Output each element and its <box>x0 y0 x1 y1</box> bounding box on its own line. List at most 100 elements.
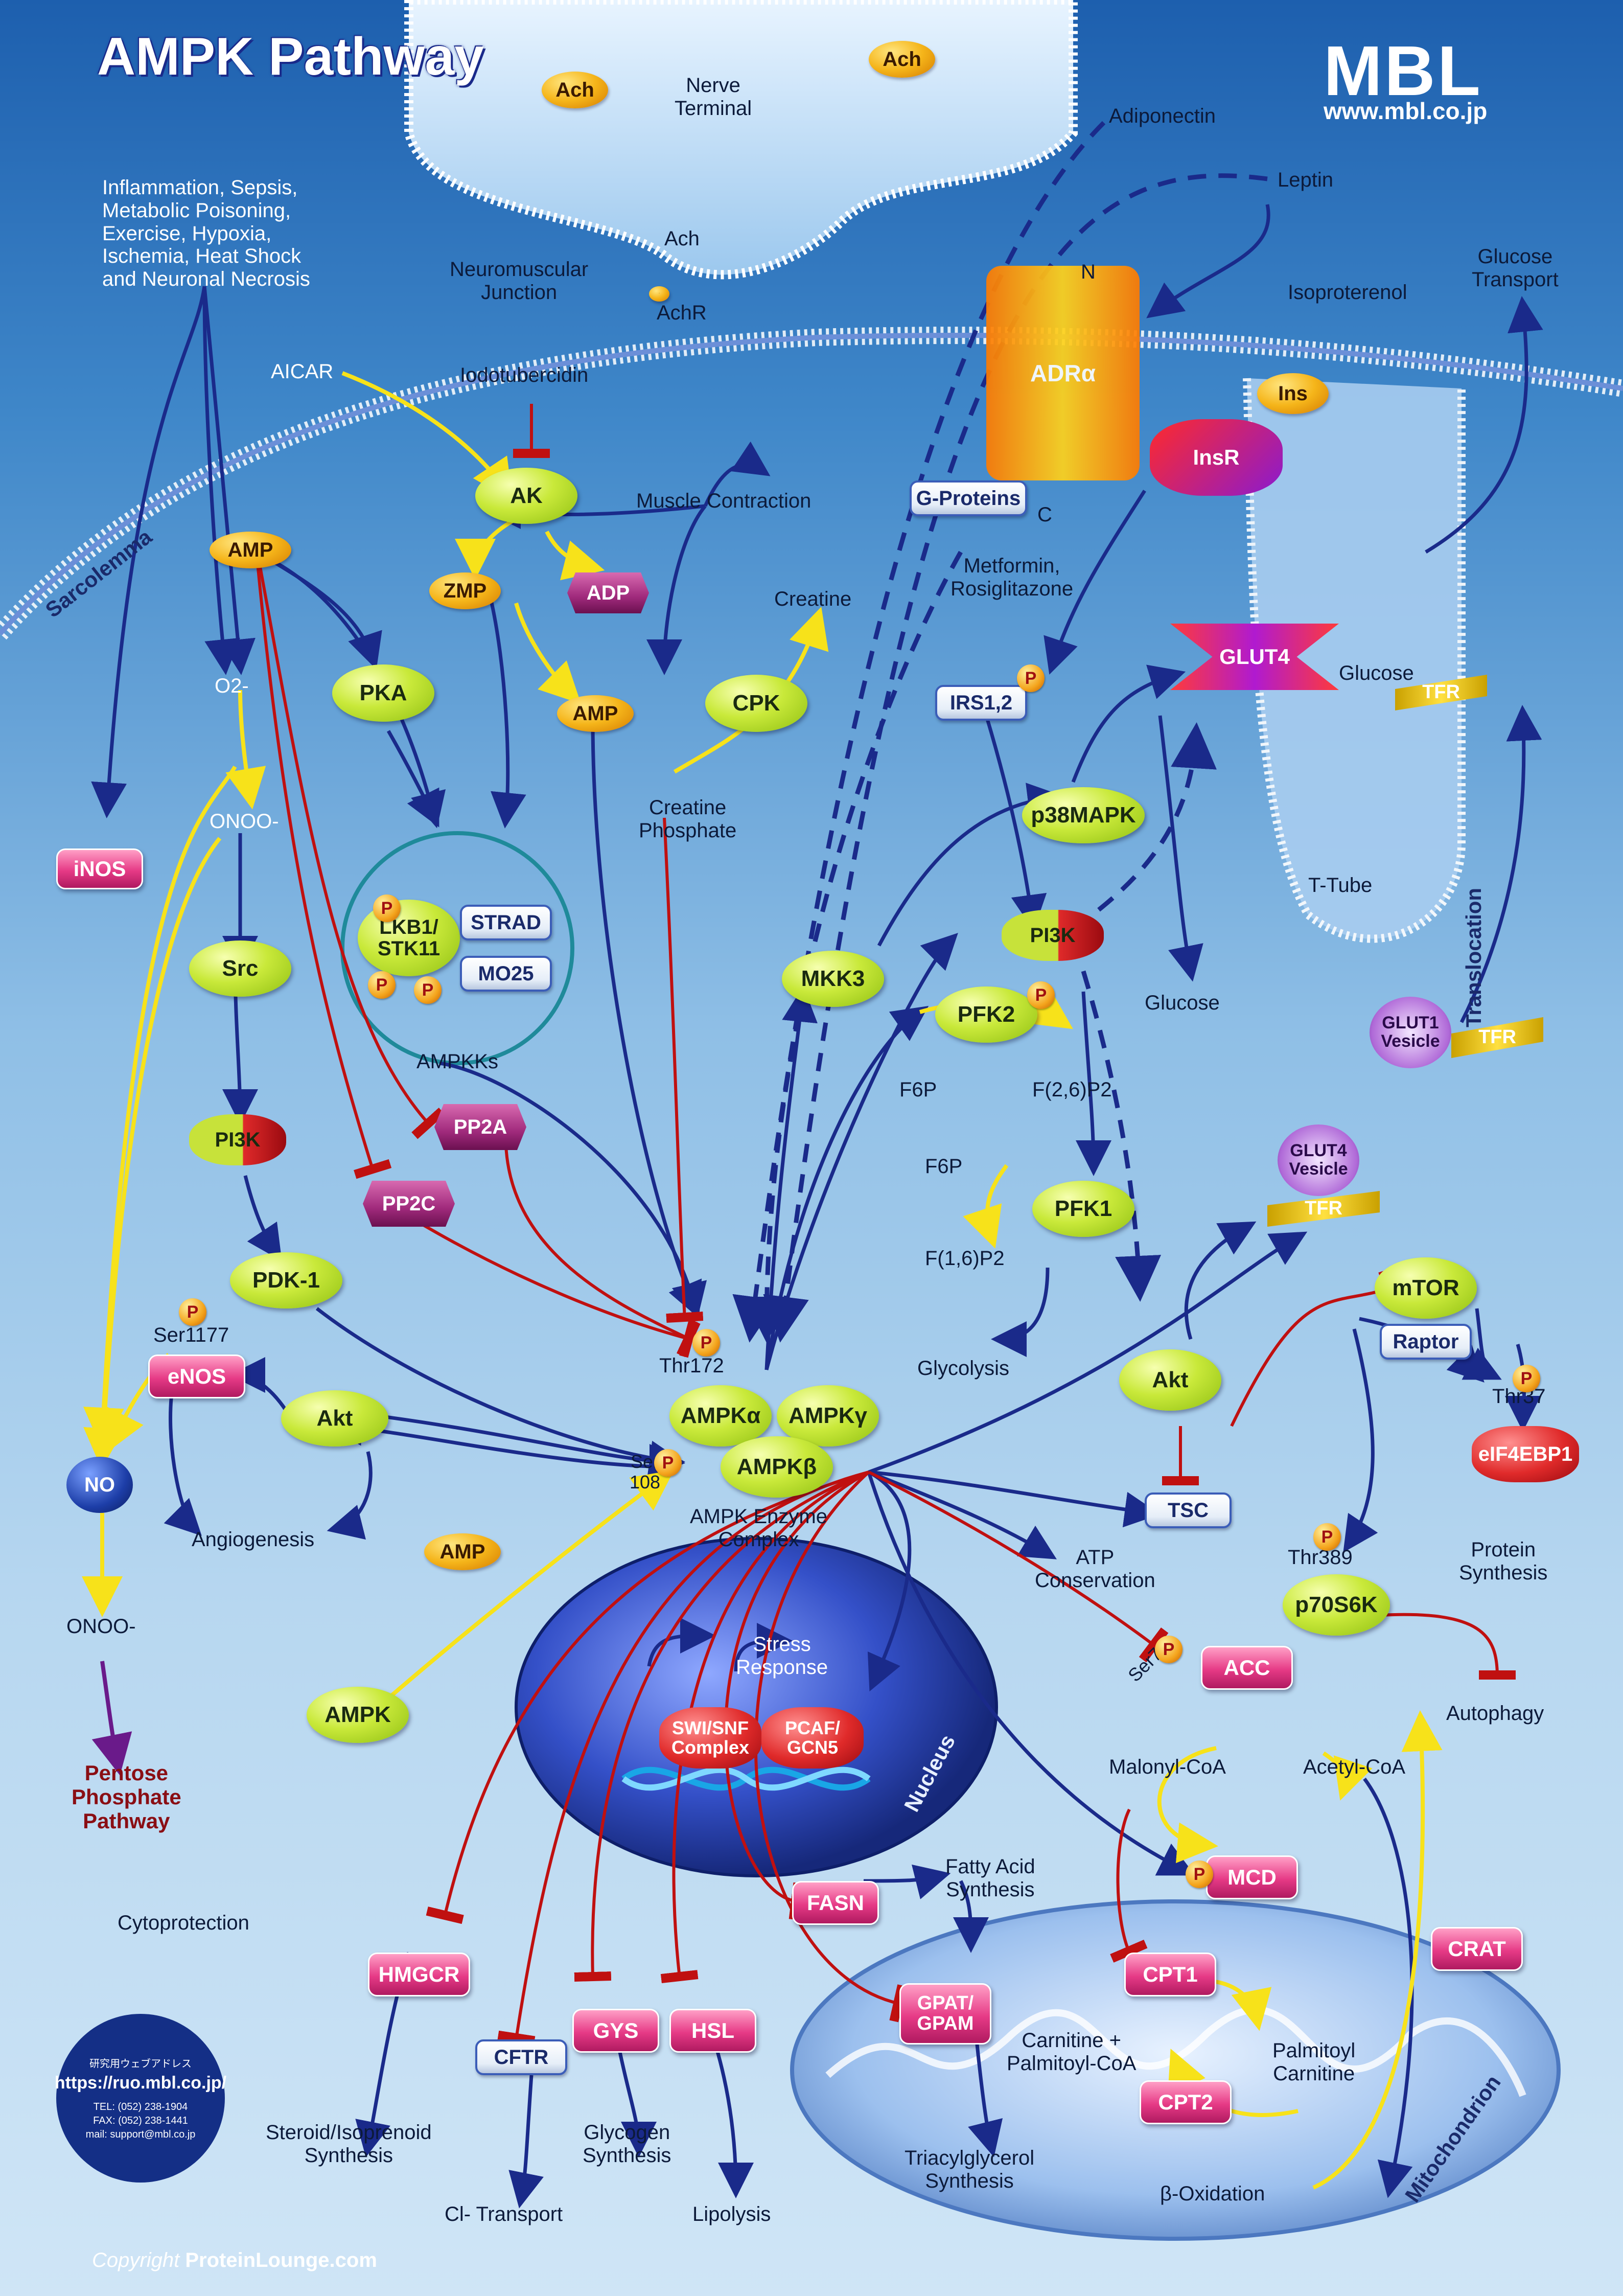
contact-heading: 研究用ウェブアドレス <box>89 2058 192 2070</box>
eif4ebp1-node[interactable]: eIF4EBP1 <box>1472 1426 1579 1482</box>
inos-node[interactable]: iNOS <box>56 848 143 889</box>
p38mapk-node[interactable]: p38MAPK <box>1022 787 1145 843</box>
leptin-label: Leptin <box>1278 169 1333 191</box>
angiogenesis-label: Angiogenesis <box>192 1528 315 1551</box>
pka-node[interactable]: PKA <box>332 664 434 722</box>
src-node[interactable]: Src <box>189 940 291 997</box>
stimuli-label: Inflammation, Sepsis,Metabolic Poisoning… <box>102 176 310 291</box>
akt-right-node[interactable]: Akt <box>1119 1349 1221 1411</box>
contact-fax: FAX: (052) 238-1441 <box>93 2115 188 2126</box>
contact-site[interactable]: https://ruo.mbl.co.jp/ <box>54 2073 227 2093</box>
gpat-node[interactable]: GPAT/GPAM <box>899 1983 991 2045</box>
tsc-node[interactable]: TSC <box>1145 1493 1232 1528</box>
f26p2-label: F(2,6)P2 <box>1032 1078 1112 1101</box>
no-node[interactable]: NO <box>66 1457 133 1513</box>
brand-url[interactable]: www.mbl.co.jp <box>1324 98 1488 124</box>
phospho-ser79: P <box>1155 1636 1183 1663</box>
thr172-label: Thr172 <box>659 1354 724 1377</box>
strad-node[interactable]: STRAD <box>460 905 552 940</box>
mkk3-node[interactable]: MKK3 <box>782 951 884 1007</box>
mcd-node[interactable]: MCD <box>1206 1855 1298 1899</box>
pcaf-gcn5-node[interactable]: PCAF/GCN5 <box>761 1707 864 1769</box>
crat-node[interactable]: CRAT <box>1431 1927 1523 1971</box>
pdk1-node[interactable]: PDK-1 <box>230 1252 342 1308</box>
fasn-node[interactable]: FASN <box>792 1881 879 1925</box>
amp-node-2[interactable]: AMP <box>557 695 634 732</box>
pfk2-node[interactable]: PFK2 <box>935 986 1037 1043</box>
glycolysis-label: Glycolysis <box>917 1357 1010 1380</box>
g-proteins-node[interactable]: G-Proteins <box>910 480 1027 516</box>
pi3k-right-node[interactable]: PI3K <box>1002 910 1104 961</box>
raptor-node[interactable]: Raptor <box>1380 1324 1472 1360</box>
ampk-beta-node[interactable]: AMPKβ <box>721 1436 833 1498</box>
ampk-alpha-node[interactable]: AMPKα <box>669 1385 772 1447</box>
glucose-label-2: Glucose <box>1145 992 1220 1014</box>
amp-node-1[interactable]: AMP <box>210 532 291 568</box>
gys-node[interactable]: GYS <box>572 2009 659 2053</box>
glucose-label-1: Glucose <box>1339 662 1414 684</box>
muscle-contraction-label: Muscle Contraction <box>636 490 812 512</box>
enos-node[interactable]: eNOS <box>148 1354 245 1398</box>
cpk-node[interactable]: CPK <box>705 675 807 732</box>
pp2a-node[interactable]: PP2A <box>434 1104 526 1150</box>
ins-node[interactable]: Ins <box>1257 373 1329 414</box>
ach-vesicle-1[interactable]: Ach <box>542 72 608 108</box>
thr389-label: Thr389 <box>1288 1546 1353 1569</box>
contact-tel: TEL: (052) 238-1904 <box>93 2101 188 2113</box>
cftr-node[interactable]: CFTR <box>475 2039 567 2075</box>
phospho-thr172: P <box>692 1329 720 1357</box>
acc-node[interactable]: ACC <box>1201 1646 1293 1690</box>
phospho-thr389: P <box>1313 1523 1341 1551</box>
hsl-node[interactable]: HSL <box>669 2009 756 2053</box>
onoo-label-2: ONOO- <box>66 1615 136 1638</box>
cpt1-node[interactable]: CPT1 <box>1124 1953 1216 1996</box>
akt-left-node[interactable]: Akt <box>281 1390 388 1447</box>
amp-node-3[interactable]: AMP <box>424 1533 501 1570</box>
pfk1-node[interactable]: PFK1 <box>1032 1181 1134 1237</box>
ak-node[interactable]: AK <box>475 468 577 524</box>
adp-node[interactable]: ADP <box>567 572 649 613</box>
cpt2-node[interactable]: CPT2 <box>1140 2080 1232 2124</box>
lipolysis-label: Lipolysis <box>692 2203 771 2225</box>
mo25-node[interactable]: MO25 <box>460 956 552 992</box>
ach-vesicle-2[interactable]: Ach <box>869 41 935 78</box>
contact-mail[interactable]: mail: support@mbl.co.jp <box>85 2128 196 2140</box>
ampk-left-node[interactable]: AMPK <box>307 1687 409 1743</box>
zmp-node[interactable]: ZMP <box>429 572 501 609</box>
cl-transport-label: Cl- Transport <box>445 2203 563 2225</box>
adra-receptor[interactable]: ADRα <box>986 266 1140 480</box>
insr-receptor[interactable]: InsR <box>1150 419 1283 496</box>
autophagy-label: Autophagy <box>1446 1702 1544 1725</box>
f6p-label-2: F6P <box>925 1155 963 1178</box>
beta-oxidation-label: β-Oxidation <box>1160 2183 1265 2205</box>
ampk-gamma-node[interactable]: AMPKγ <box>777 1385 879 1447</box>
copyright-prefix: Copyright <box>92 2249 180 2271</box>
mtor-node[interactable]: mTOR <box>1375 1257 1477 1319</box>
n-terminal-label: N <box>1081 261 1096 283</box>
acetyl-coa-label: Acetyl-CoA <box>1303 1756 1406 1778</box>
pp2c-node[interactable]: PP2C <box>363 1181 455 1227</box>
isoproterenol-label: Isoproterenol <box>1288 281 1407 304</box>
p70s6k-node[interactable]: p70S6K <box>1283 1574 1390 1636</box>
o2-label: O2- <box>215 675 249 697</box>
aicar-label: AICAR <box>271 360 334 383</box>
achr-label: AchR <box>657 302 707 324</box>
pi3k-left-node[interactable]: PI3K <box>189 1114 286 1165</box>
hmgcr-node[interactable]: HMGCR <box>368 1953 470 1996</box>
metformin-label: Metformin,Rosiglitazone <box>950 555 1074 600</box>
copyright-name[interactable]: ProteinLounge.com <box>185 2249 377 2271</box>
contact-info: 研究用ウェブアドレス https://ruo.mbl.co.jp/ TEL: (… <box>54 2014 227 2183</box>
irs-node[interactable]: IRS1,2 <box>935 685 1027 721</box>
